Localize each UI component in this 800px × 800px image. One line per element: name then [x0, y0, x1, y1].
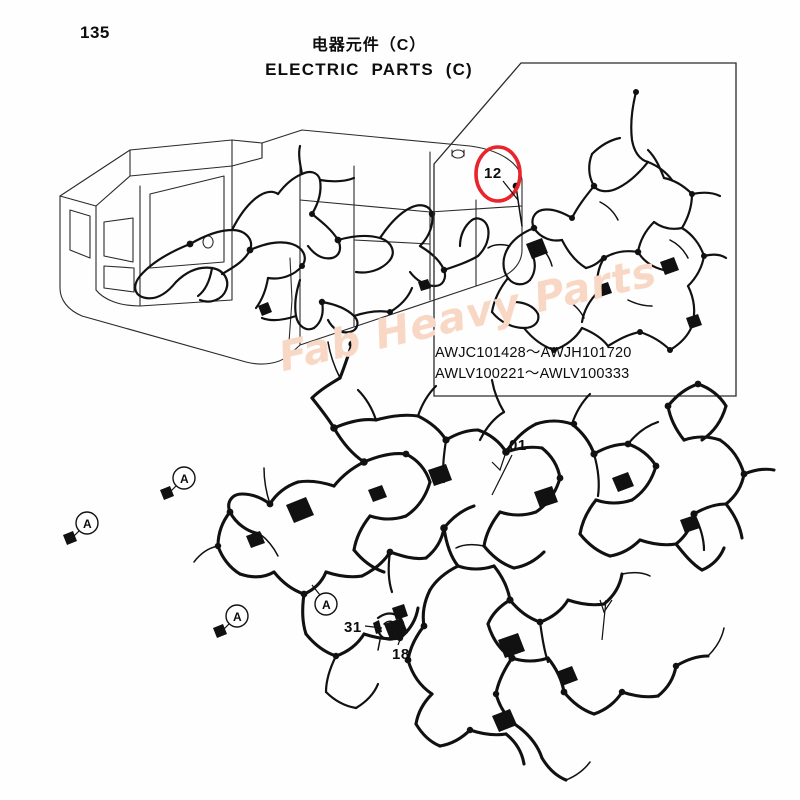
reference-marker-a3 — [213, 604, 249, 638]
highlight-annotation — [474, 145, 522, 203]
machine-harness-overlay — [134, 144, 490, 334]
excavator-illustration — [59, 129, 523, 365]
connector-detail-31-18 — [373, 604, 408, 651]
reference-marker-label-a1: A — [180, 472, 189, 486]
title-chinese: 电器元件（C） — [311, 37, 427, 54]
inset-detail-box — [433, 62, 737, 397]
callout-12: 12 — [484, 165, 502, 182]
main-harness-assembly — [193, 340, 776, 782]
reference-marker-a1 — [160, 466, 196, 500]
title-english: ELECTRIC PARTS (C) — [265, 60, 473, 79]
callout-01: 01 — [509, 437, 527, 454]
page-number: 135 — [80, 23, 110, 42]
reference-marker-a4 — [311, 584, 338, 616]
reference-marker-label-a4: A — [322, 598, 331, 612]
serial-range-line-2: AWLV100221～AWLV100333 — [435, 366, 630, 382]
reference-marker-label-a2: A — [83, 517, 92, 531]
callout-18: 18 — [392, 646, 410, 663]
reference-marker-a2 — [63, 511, 99, 545]
reference-marker-label-a3: A — [233, 610, 242, 624]
serial-range-line-1: AWJC101428～AWJH101720 — [435, 345, 632, 361]
reference-marker-group — [63, 466, 338, 638]
inset-harness — [487, 89, 728, 353]
callout-31: 31 — [344, 619, 362, 636]
